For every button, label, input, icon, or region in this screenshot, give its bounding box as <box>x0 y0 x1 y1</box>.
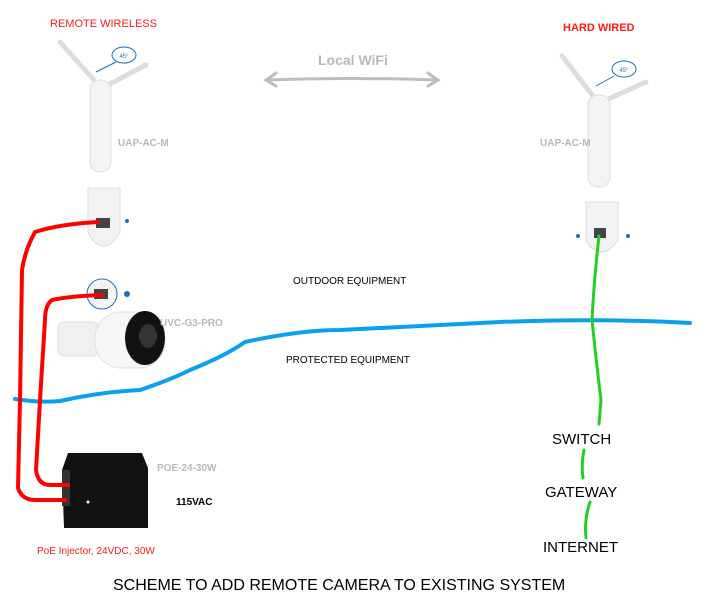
wifi-arrow <box>263 71 441 88</box>
access-point-right: 45° <box>559 53 649 188</box>
internet-label: INTERNET <box>543 539 618 556</box>
mount-right <box>576 201 630 253</box>
poe-description: PoE Injector, 24VDC, 30W <box>37 546 155 557</box>
access-point-left: 45° <box>57 39 149 173</box>
local-wifi-label: Local WiFi <box>318 52 388 68</box>
power-input-label: 115VAC <box>176 497 213 508</box>
mount-left <box>87 187 129 247</box>
camera <box>57 278 166 369</box>
outdoor-equipment-label: OUTDOOR EQUIPMENT <box>293 276 406 287</box>
hard-wired-label: HARD WIRED <box>563 22 635 34</box>
protected-equipment-label: PROTECTED EQUIPMENT <box>286 355 410 366</box>
gateway-label: GATEWAY <box>545 484 617 501</box>
poe-injector <box>62 453 148 528</box>
ap-right-model: UAP-AC-M <box>540 138 591 149</box>
wired-link <box>580 234 603 540</box>
antenna-angle-left: 45° <box>119 54 129 60</box>
diagram-title: SCHEME TO ADD REMOTE CAMERA TO EXISTING … <box>113 577 565 594</box>
remote-wireless-label: REMOTE WIRELESS <box>50 18 157 30</box>
poe-cables <box>16 220 104 502</box>
camera-model: UVC-G3-PRO <box>160 318 223 329</box>
boundary-line <box>13 318 692 404</box>
poe-model: POE-24-30W <box>157 463 217 474</box>
antenna-angle-right: 45° <box>619 68 629 74</box>
switch-label: SWITCH <box>552 431 611 448</box>
ap-left-model: UAP-AC-M <box>118 138 169 149</box>
